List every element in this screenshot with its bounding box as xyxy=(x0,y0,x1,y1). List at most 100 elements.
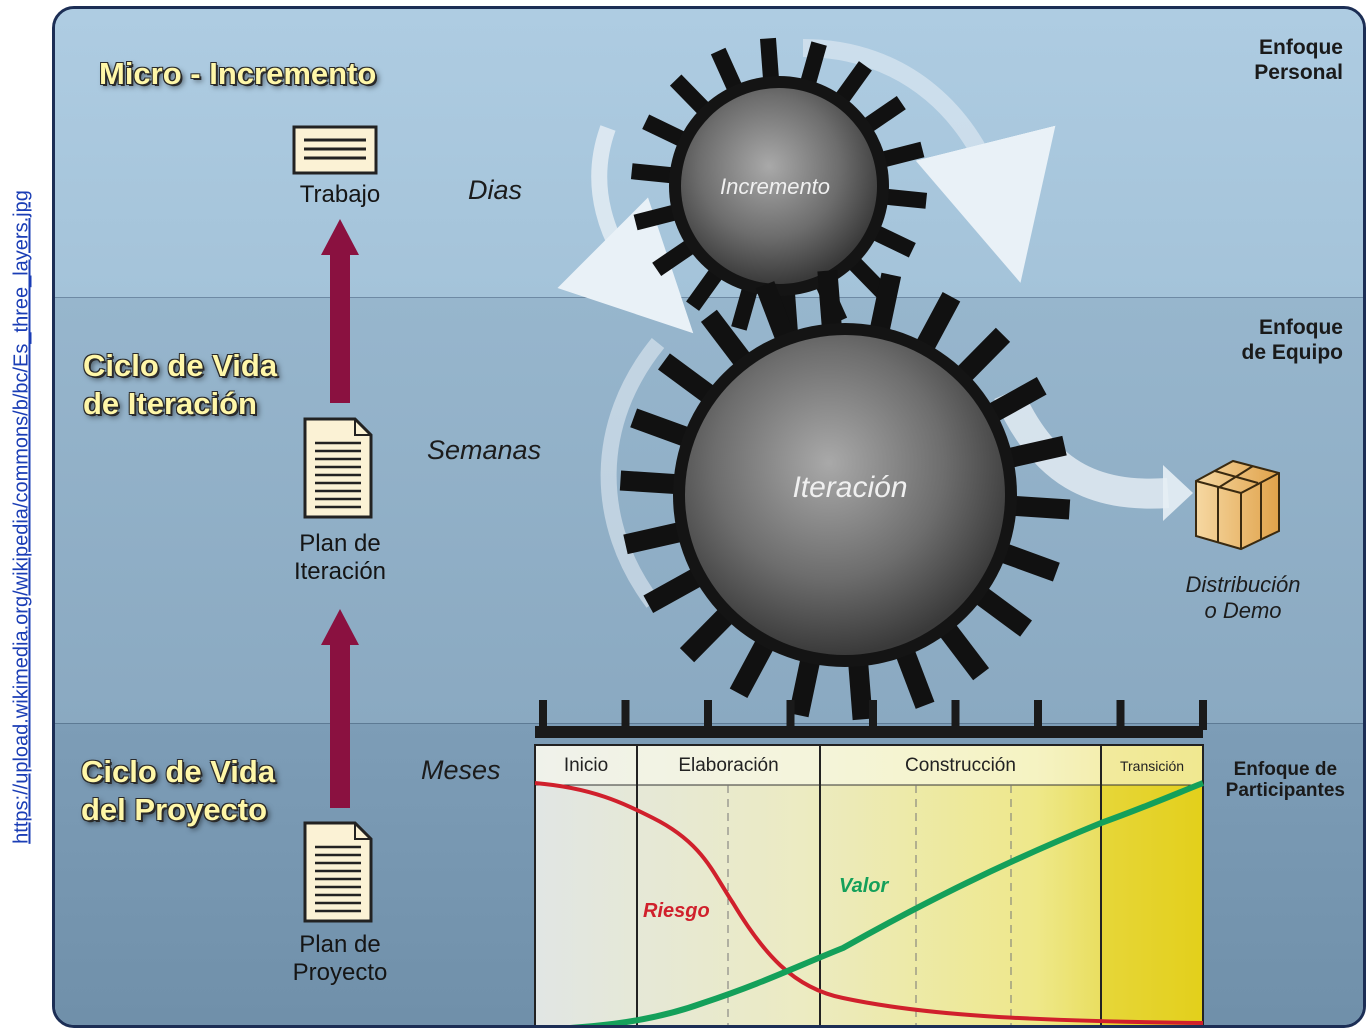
diagram-panel: Riesgo Valor xyxy=(52,6,1366,1028)
gear-icon-small xyxy=(630,37,928,335)
focus-team-line1: Enfoque xyxy=(1259,316,1343,339)
ruler-tick xyxy=(621,700,630,730)
ruler-tick xyxy=(539,700,547,730)
cycle-arrow-icon xyxy=(557,125,694,334)
risk-label: Riesgo xyxy=(643,900,710,922)
gear-body xyxy=(685,335,1005,655)
release-label-line2: o Demo xyxy=(1204,598,1282,623)
layer-title-project-line1: Ciclo de Vida xyxy=(81,754,276,789)
gear-tooth xyxy=(860,96,906,135)
gear-tooth xyxy=(985,377,1047,424)
layer-title-project: Ciclo de Vida del Proyecto xyxy=(81,753,275,829)
focus-team: Enfoque de Equipo xyxy=(1242,315,1344,365)
ruler-tick xyxy=(704,700,712,730)
doc-label-iteration-plan-line1: Plan de xyxy=(299,530,381,557)
value-curve xyxy=(570,780,1205,1025)
doc-label-project-plan: Plan de Proyecto xyxy=(265,931,415,987)
diagram-graphics: Riesgo Valor xyxy=(292,37,1280,1025)
gear-tooth xyxy=(731,283,759,331)
gear-tooth xyxy=(760,37,780,83)
phase-transition: Transición xyxy=(1119,758,1185,774)
phase-header: Inicio Elaboración Construcción Transici… xyxy=(535,748,1203,788)
ruler-tick xyxy=(1034,700,1042,730)
scale-days: Dias xyxy=(468,175,523,205)
gear-tooth xyxy=(869,272,902,335)
document-icon xyxy=(303,417,373,519)
ruler-tick xyxy=(786,700,795,730)
layer-title-iteration-line2: de Iteración xyxy=(83,386,257,421)
gear-tooth xyxy=(669,74,713,118)
scale-months: Meses xyxy=(421,755,501,785)
doc-label-iteration-plan-line2: Iteración xyxy=(293,558,387,585)
package-box-icon xyxy=(1195,459,1280,551)
document-icon xyxy=(303,821,373,923)
gear-tooth xyxy=(642,114,689,149)
gear-tooth xyxy=(954,327,1011,384)
gear-tooth xyxy=(845,254,889,298)
gear-tooth xyxy=(658,353,718,405)
gear-tooth xyxy=(869,223,916,258)
ruler-tick xyxy=(869,700,877,730)
doc-label-iteration-plan: Plan de Iteración xyxy=(265,530,415,586)
release-label-line1: Distribución xyxy=(1185,572,1301,597)
focus-stakeholders-line1: Enfoque de xyxy=(1233,759,1338,780)
focus-team-line2: de Equipo xyxy=(1241,341,1344,364)
risk-curve xyxy=(534,781,1204,1025)
cycle-arrow-icon xyxy=(802,39,1056,283)
focus-stakeholders-line2: Participantes xyxy=(1225,780,1345,801)
gear-tooth xyxy=(729,636,776,698)
phase-chart-bg xyxy=(535,745,1203,1025)
gear-icon-large xyxy=(619,269,1071,721)
gear-tooth xyxy=(914,292,961,354)
gear-tooth xyxy=(679,606,736,663)
gear-tooth xyxy=(833,61,872,107)
arrow-up-icon xyxy=(330,253,350,403)
gear-tooth xyxy=(686,265,725,311)
gear-tooth xyxy=(997,542,1060,582)
arrow-up-icon xyxy=(330,643,350,808)
doc-label-work: Trabajo xyxy=(299,181,381,208)
focus-personal: Enfoque Personal xyxy=(1254,35,1343,85)
focus-personal-line1: Enfoque xyxy=(1259,36,1343,59)
layer-title-iteration: Ciclo de Vida de Iteración xyxy=(83,347,277,423)
gear-tooth xyxy=(877,141,925,169)
gear-label-iteration: Iteración xyxy=(792,471,908,504)
ruler-tick xyxy=(1199,700,1207,730)
gear-tooth xyxy=(755,281,796,344)
release-label: Distribución o Demo xyxy=(1153,572,1333,624)
layer-title-iteration-line1: Ciclo de Vida xyxy=(83,348,278,383)
focus-personal-line2: Personal xyxy=(1254,61,1343,84)
source-url-text[interactable]: https://upload.wikimedia.org/wikipedia/c… xyxy=(10,189,33,844)
scale-weeks: Semanas xyxy=(427,435,542,465)
phase-elaboration: Elaboración xyxy=(678,755,779,776)
gear-tooth xyxy=(700,309,753,369)
layer-title-micro: Micro - Incremento xyxy=(99,56,377,91)
layer-title-project-line2: del Proyecto xyxy=(81,792,268,827)
release-arrow-icon xyxy=(994,386,1169,509)
gear-tooth xyxy=(788,655,821,718)
gear-tooth xyxy=(881,188,928,209)
document-stack-icon xyxy=(292,125,378,175)
gear-tooth xyxy=(937,621,990,681)
source-url-link[interactable]: https://upload.wikimedia.org/wikipedia/c… xyxy=(2,0,42,1033)
gear-tooth xyxy=(630,163,677,184)
gear-tooth xyxy=(710,47,744,95)
doc-label-project-plan-line1: Plan de xyxy=(299,931,381,958)
gear-tooth xyxy=(1010,495,1071,520)
gear-tooth xyxy=(652,237,698,276)
cycle-arrow-icon xyxy=(600,337,665,608)
gear-tooth xyxy=(630,408,693,448)
gear-tooth xyxy=(894,646,935,709)
gear-tooth xyxy=(817,269,842,331)
phase-construction: Construcción xyxy=(905,755,1016,776)
gear-label-increment: Incremento xyxy=(719,174,831,199)
gear-tooth xyxy=(623,521,686,555)
phase-inception: Inicio xyxy=(563,755,609,776)
gear-tooth xyxy=(1004,435,1067,469)
gear-tooth xyxy=(633,203,681,231)
value-label: Valor xyxy=(839,875,889,897)
gear-tooth xyxy=(848,659,873,721)
gear-body xyxy=(681,88,877,284)
gear-tooth xyxy=(619,470,680,495)
gear-tooth xyxy=(972,585,1032,637)
